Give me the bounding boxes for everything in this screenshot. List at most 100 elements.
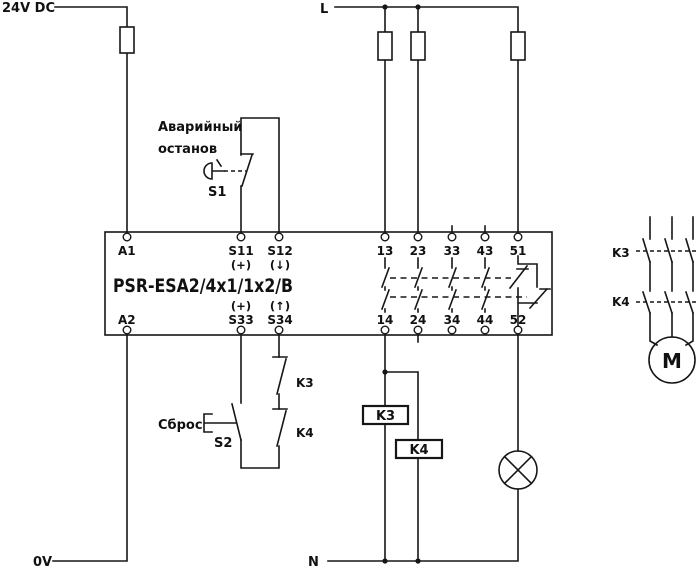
terminal-label-s11: S11 [228,244,253,258]
terminal-label-s12: S12 [267,244,292,258]
label-0v: 0V [33,555,52,569]
fuse-icons [119,26,526,61]
reset-no-contact [231,403,242,441]
terminal-51 [513,232,523,242]
terminal-sub-s33: (+) [231,299,251,313]
terminal-a2 [122,325,132,335]
feedback-k3-nc [272,356,288,395]
junction-dot [382,369,388,375]
terminal-label-a1: A1 [118,244,136,258]
terminal-label-a2: A2 [118,313,136,327]
terminal-label-14: 14 [377,313,394,327]
feedback-contact-k4-icon [272,408,288,447]
wire-a2-to-0v [52,333,128,562]
reset-switch-id: S2 [214,436,232,451]
feedback-contact-k3-icon [272,356,288,395]
terminal-33 [447,232,457,242]
terminal-13 [380,232,390,242]
wire-reset-loop [240,333,280,469]
terminal-circles [122,232,523,335]
aux-contact-51-52-icon [508,255,551,327]
pushbutton-actuator-icon [203,413,237,433]
contactor-k4-contacts-icon [636,290,696,315]
terminal-label-51: 51 [510,244,527,258]
terminal-label-s33: S33 [228,313,253,327]
terminal-label-s34: S34 [267,313,292,327]
estop-switch-id: S1 [208,185,226,200]
terminal-sub-s34: (↑) [270,299,290,313]
terminal-s12 [274,232,284,242]
terminal-label-33: 33 [444,244,461,258]
relay-body [104,231,553,336]
coil-k4-label: K4 [409,443,428,458]
terminal-23 [413,232,423,242]
terminal-s11 [236,232,246,242]
terminal-label-34: 34 [444,313,461,327]
terminal-43 [480,232,490,242]
lamp-circle [498,450,538,490]
reset-contact-icon [203,403,242,441]
motor-icon [648,336,696,384]
terminal-14 [380,325,390,335]
safety-contacts-icon [380,257,527,313]
estop-nc-contact [240,153,254,188]
coil-k4-icon [394,438,444,460]
junction-dot [382,558,388,564]
terminal-34 [447,325,457,335]
fuse-icon [119,26,135,54]
terminal-label-44: 44 [477,313,494,327]
terminal-label-24: 24 [410,313,427,327]
wire-n-rail-lamp [327,333,519,562]
junction-dots [382,4,421,564]
terminal-a1 [122,232,132,242]
feedback-k3-label: K3 [296,376,314,390]
terminal-44 [480,325,490,335]
coil-k4-box [394,438,444,460]
aux-nc-contact [508,255,551,327]
terminal-52 [513,325,523,335]
wire-motor-phases [649,216,694,347]
fuse-icon [510,31,526,61]
relay-name: PSR-ESA2/4x1/1x2/B [113,275,293,297]
label-line: L [320,2,328,17]
terminal-s34 [274,325,284,335]
contactor-k4-label: K4 [612,295,630,309]
reset-label: Сброс [158,418,203,433]
terminal-label-23: 23 [410,244,427,258]
safety-contact-23-24 [413,257,424,313]
label-24vdc: 24V DC [2,1,55,16]
terminal-s33 [236,325,246,335]
motor-label: M [662,349,682,373]
label-neutral: N [308,555,319,569]
terminal-label-52: 52 [510,313,527,327]
motor-circle [648,336,696,384]
terminal-label-43: 43 [477,244,494,258]
contactor-k3-label: K3 [612,246,630,260]
wire-estop-branch [240,117,280,234]
safety-contact-33-34 [447,257,458,313]
junction-dot [382,4,388,10]
safety-contact-13-14 [380,257,391,313]
junction-dot [415,4,421,10]
indicator-lamp-icon [498,450,538,490]
terminal-label-13: 13 [377,244,394,258]
coil-k3-icon [361,404,410,426]
coil-k3-label: K3 [376,409,395,424]
feedback-k4-label: K4 [296,426,314,440]
estop-contact-icon [203,153,254,188]
estop-label-line2: останов [158,142,217,157]
estop-label-line1: Аварийный [158,120,242,135]
wire-l-rail [334,6,519,234]
coil-k3-box [361,404,410,426]
fuse-icon [377,31,393,61]
feedback-k4-nc [272,408,288,447]
estop-mushroom-icon [203,158,225,180]
junction-dot [415,558,421,564]
terminal-sub-s11: (+) [231,258,251,272]
lamp-cross [503,455,533,485]
fuse-icon [410,31,426,61]
terminal-sub-s12: (↓) [270,258,290,272]
wire-24v-to-a1 [54,6,128,234]
